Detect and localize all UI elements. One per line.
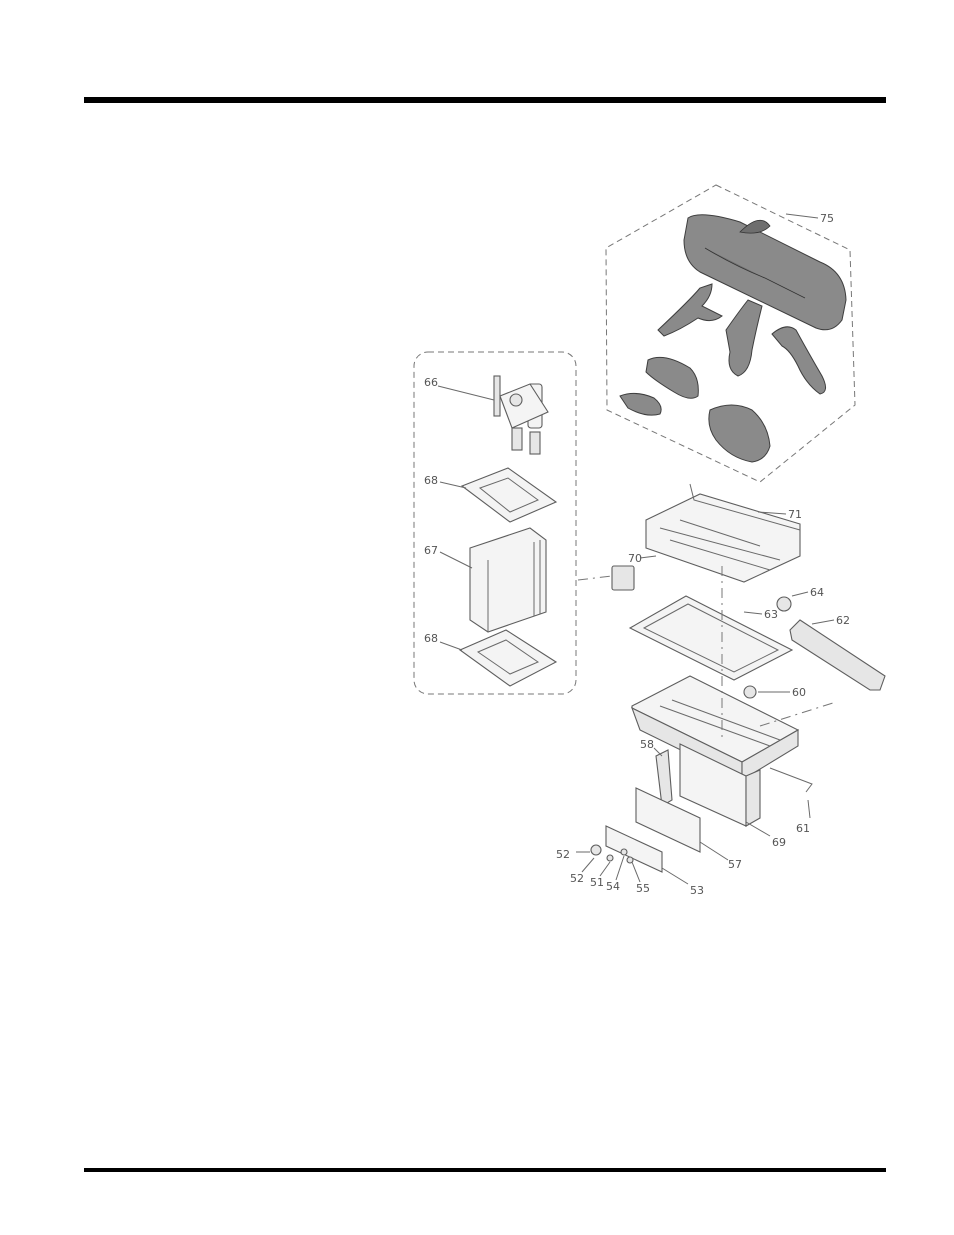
callout-71: 71	[788, 508, 802, 521]
burner-tray	[645, 493, 801, 583]
callout-69: 69	[772, 836, 786, 849]
callout-63: 63	[764, 608, 778, 621]
callout-68-top: 68	[424, 474, 438, 487]
log-back-knot	[739, 219, 771, 234]
part-55-nut	[626, 856, 634, 864]
log-branch-2	[725, 299, 763, 377]
log-mid	[645, 356, 699, 399]
callout-68-bottom: 68	[424, 632, 438, 645]
log-branch-3	[771, 326, 826, 395]
callout-55: 55	[636, 882, 650, 895]
burner-back-flange	[689, 483, 801, 531]
callout-52-b: 52	[570, 872, 584, 885]
trim-62	[789, 619, 886, 691]
burner-assembly	[611, 483, 801, 612]
part-52-knob	[590, 844, 602, 856]
control-plate-57	[635, 787, 701, 853]
part-54-nut	[620, 848, 628, 856]
gasket-68-top	[460, 467, 558, 523]
part-64-knob	[776, 596, 792, 612]
callout-labels: 75 71 70 64 63 62 60 58 61 69 57 53 55 5…	[424, 212, 850, 897]
callout-62: 62	[836, 614, 850, 627]
gasket-63	[628, 595, 794, 681]
valve-inset-box	[611, 565, 635, 591]
callout-51: 51	[590, 876, 604, 889]
callout-58: 58	[640, 738, 654, 751]
rod-61	[769, 767, 813, 793]
box-67	[469, 527, 547, 633]
log-small	[619, 392, 662, 416]
callout-64: 64	[810, 586, 824, 599]
header-rule	[84, 97, 886, 103]
valve-inset	[413, 351, 577, 695]
log-set-group	[605, 184, 856, 483]
log-back-bark	[704, 247, 806, 299]
callout-60: 60	[792, 686, 806, 699]
log-back	[683, 214, 847, 331]
callout-54: 54	[606, 880, 620, 893]
part-60-fitting	[743, 685, 757, 699]
callout-70: 70	[628, 552, 642, 565]
callout-67: 67	[424, 544, 438, 557]
valve-housing	[655, 743, 761, 827]
panel-53	[605, 825, 663, 873]
callout-75: 75	[820, 212, 834, 225]
callout-52-a: 52	[556, 848, 570, 861]
callout-53: 53	[690, 884, 704, 897]
assembly-axis-2	[759, 701, 837, 727]
leader-lines	[437, 213, 835, 885]
footer-rule	[84, 1168, 886, 1172]
log-front	[708, 404, 771, 463]
gasket-68-bottom	[458, 629, 558, 687]
callout-66: 66	[424, 376, 438, 389]
inset-outline	[413, 351, 577, 695]
callout-61: 61	[796, 822, 810, 835]
part-58-bracket	[655, 749, 673, 807]
log-branch-1	[657, 283, 723, 337]
callout-57: 57	[728, 858, 742, 871]
part-51-nut	[606, 854, 614, 862]
